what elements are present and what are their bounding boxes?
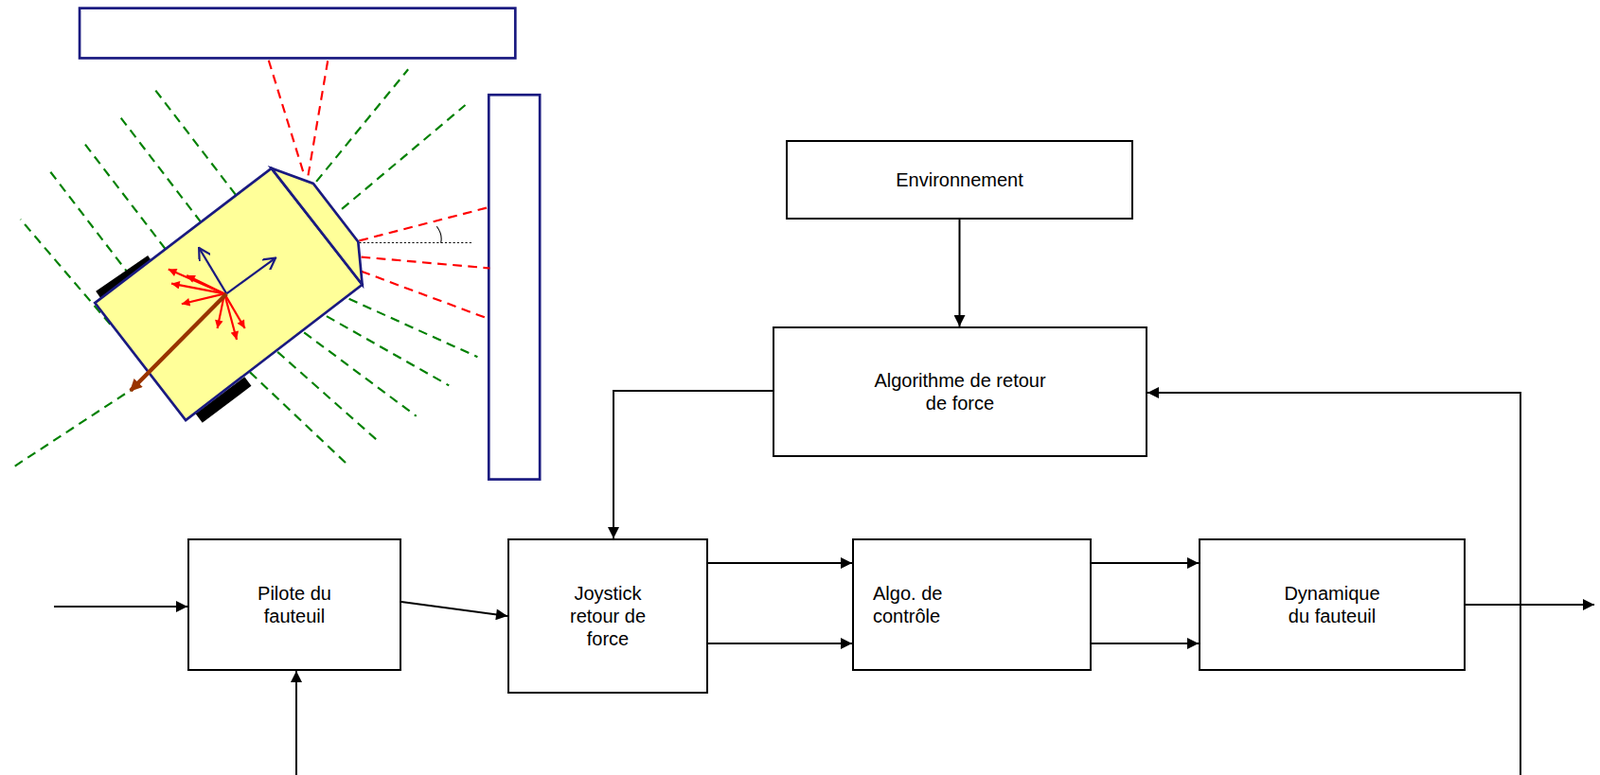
joystick-box: Joystick retour de force	[507, 538, 709, 694]
box-label: Algo. de contrôle	[872, 582, 968, 628]
signal-arrow	[708, 642, 853, 645]
process-box: Algorithme de retour de force	[772, 326, 1148, 458]
box-label: Environnement	[803, 168, 1117, 192]
environment-box: Environnement	[785, 140, 1134, 220]
signal-arrow	[613, 391, 773, 539]
force-arrow	[186, 275, 225, 294]
wheelchair-front	[271, 168, 363, 285]
reference-line	[358, 242, 473, 244]
feedback-line	[1519, 604, 1522, 775]
wheelchair-body	[94, 168, 362, 421]
wheelchair-scene	[10, 8, 540, 480]
sensor-beam	[10, 69, 479, 469]
box-label: Joystick retour de force	[556, 582, 659, 651]
pilot-box: Pilote du fauteuil	[187, 538, 402, 672]
force-arrow	[224, 293, 246, 329]
controller-box: Algo. de contrôle	[852, 538, 1092, 672]
axis-arrow	[226, 258, 276, 295]
signal-arrow	[1091, 562, 1199, 565]
signal-arrow	[1091, 642, 1199, 645]
input-arrow	[295, 671, 298, 775]
angle-arc	[436, 226, 442, 243]
wall	[488, 94, 540, 480]
wall	[79, 8, 516, 59]
dynamics-box: Dynamique du fauteuil	[1198, 538, 1466, 672]
signal-arrow	[959, 219, 961, 327]
signal-arrow	[401, 602, 508, 617]
force-arrow	[168, 269, 225, 295]
signal-arrow	[708, 562, 853, 565]
force-arrow	[171, 284, 225, 295]
input-arrow	[53, 605, 188, 608]
force-arrow	[224, 293, 237, 340]
axis-arrow	[198, 248, 227, 295]
resultant-arrow	[130, 293, 227, 391]
box-label: Dynamique du fauteuil	[1278, 582, 1387, 628]
box-label: Pilote du fauteuil	[240, 582, 350, 628]
box-label: Algorithme de retour de force	[865, 369, 1055, 415]
